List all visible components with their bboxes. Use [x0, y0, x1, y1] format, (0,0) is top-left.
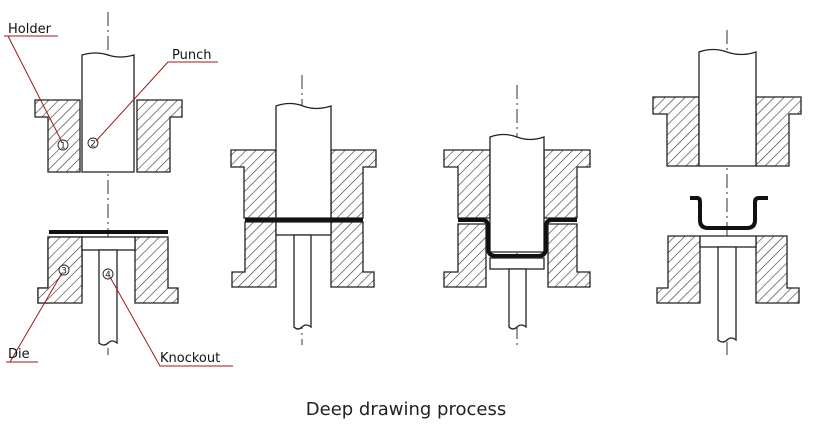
knockout-leader [109, 276, 233, 367]
knockout-rod [293, 234, 312, 330]
stage-4 [652, 30, 802, 355]
die-right [134, 236, 179, 304]
punch [275, 102, 332, 219]
marker-1-text: 1 [60, 142, 66, 152]
die-label: Die [8, 347, 30, 362]
marker-4-text: 4 [105, 271, 111, 281]
holder-leader [4, 35, 63, 143]
holder-right [136, 99, 183, 173]
stage-2 [230, 75, 377, 345]
knockout-rod [508, 268, 527, 330]
marker-3 [58, 264, 70, 276]
knockout-pad [275, 221, 332, 236]
sheet-blank [245, 218, 363, 222]
sheet-cup [458, 218, 577, 258]
sheet-blank [49, 230, 168, 234]
knockout-rod [98, 249, 118, 346]
knockout-label: Knockout [160, 351, 220, 366]
punch [81, 52, 135, 173]
ejected-cup [690, 196, 768, 230]
marker-2 [87, 137, 99, 149]
knockout-rod [717, 246, 737, 343]
die-left [231, 221, 277, 288]
holder-right [330, 149, 377, 219]
punch-leader [95, 61, 218, 142]
marker-1 [57, 139, 69, 151]
knockout-pad [489, 257, 545, 270]
marker-4 [102, 268, 114, 280]
die-right [330, 221, 375, 288]
holder-right [543, 149, 591, 219]
die-right [755, 235, 800, 304]
punch [489, 133, 545, 253]
stage-3 [443, 85, 591, 345]
die-left [443, 223, 487, 288]
holder-left [34, 99, 81, 173]
die-leader [6, 272, 63, 363]
punch-label: Punch [172, 48, 211, 63]
marker-3-text: 3 [61, 267, 67, 277]
marker-2-text: 2 [90, 140, 96, 150]
punch [698, 48, 757, 167]
die-right [547, 223, 591, 288]
holder-right [755, 96, 802, 167]
holder-left [230, 149, 277, 219]
die-left [656, 235, 701, 304]
knockout-pad [81, 236, 136, 251]
holder-left [443, 149, 491, 219]
stage-1: 1 2 3 4 Holder Punch Die Knockout [4, 12, 233, 367]
holder-left [652, 96, 700, 167]
knockout-pad [699, 235, 757, 248]
holder-label: Holder [8, 22, 52, 37]
diagram-caption: Deep drawing process [306, 399, 506, 420]
